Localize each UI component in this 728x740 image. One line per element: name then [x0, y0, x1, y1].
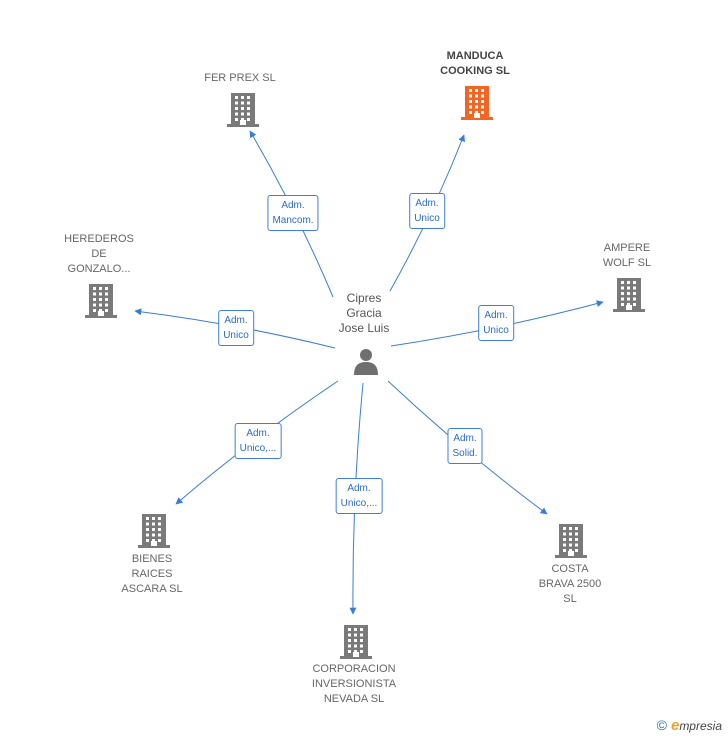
- company-label-costa-brava[interactable]: COSTA BRAVA 2500 SL: [538, 563, 602, 605]
- building-icon-fer-prex[interactable]: [227, 92, 259, 128]
- company-label-ampere-wolf[interactable]: AMPERE WOLF SL: [602, 242, 652, 269]
- building-icon-costa-brava[interactable]: [555, 523, 587, 559]
- footer-brand: ©empresia: [657, 717, 722, 734]
- building-icon-bienes-raices[interactable]: [138, 513, 170, 549]
- person-icon[interactable]: [351, 346, 381, 376]
- relation-badge-herederos[interactable]: Adm. Unico: [218, 310, 254, 346]
- company-label-bienes-raices[interactable]: BIENES RAICES ASCARA SL: [121, 553, 183, 595]
- center-person-label[interactable]: Cipres Gracia Jose Luis: [338, 291, 390, 335]
- building-icon-corporacion[interactable]: [340, 624, 372, 660]
- company-label-corporacion[interactable]: CORPORACION INVERSIONISTA NEVADA SL: [311, 663, 397, 705]
- company-label-fer-prex[interactable]: FER PREX SL: [204, 72, 276, 84]
- relation-badge-costa-brava[interactable]: Adm. Solid.: [447, 428, 483, 464]
- company-label-manduca-cooking[interactable]: MANDUCA COOKING SL: [440, 50, 510, 77]
- brand-name: mpresia: [679, 719, 722, 733]
- building-icon-manduca-cooking[interactable]: [461, 85, 493, 121]
- relation-badge-bienes-raices[interactable]: Adm. Unico,...: [234, 423, 282, 459]
- building-icon-herederos[interactable]: [85, 283, 117, 319]
- company-label-herederos[interactable]: HEREDEROS DE GONZALO...: [64, 233, 134, 275]
- relation-badge-corporacion[interactable]: Adm. Unico,...: [335, 478, 383, 514]
- relation-badge-ampere-wolf[interactable]: Adm. Unico: [478, 305, 514, 341]
- brand-initial: e: [670, 717, 680, 734]
- copyright-icon: ©: [656, 717, 667, 733]
- building-icon-ampere-wolf[interactable]: [613, 277, 645, 313]
- relation-badge-manduca-cooking[interactable]: Adm. Unico: [409, 193, 445, 229]
- relation-badge-fer-prex[interactable]: Adm. Mancom.: [267, 195, 319, 231]
